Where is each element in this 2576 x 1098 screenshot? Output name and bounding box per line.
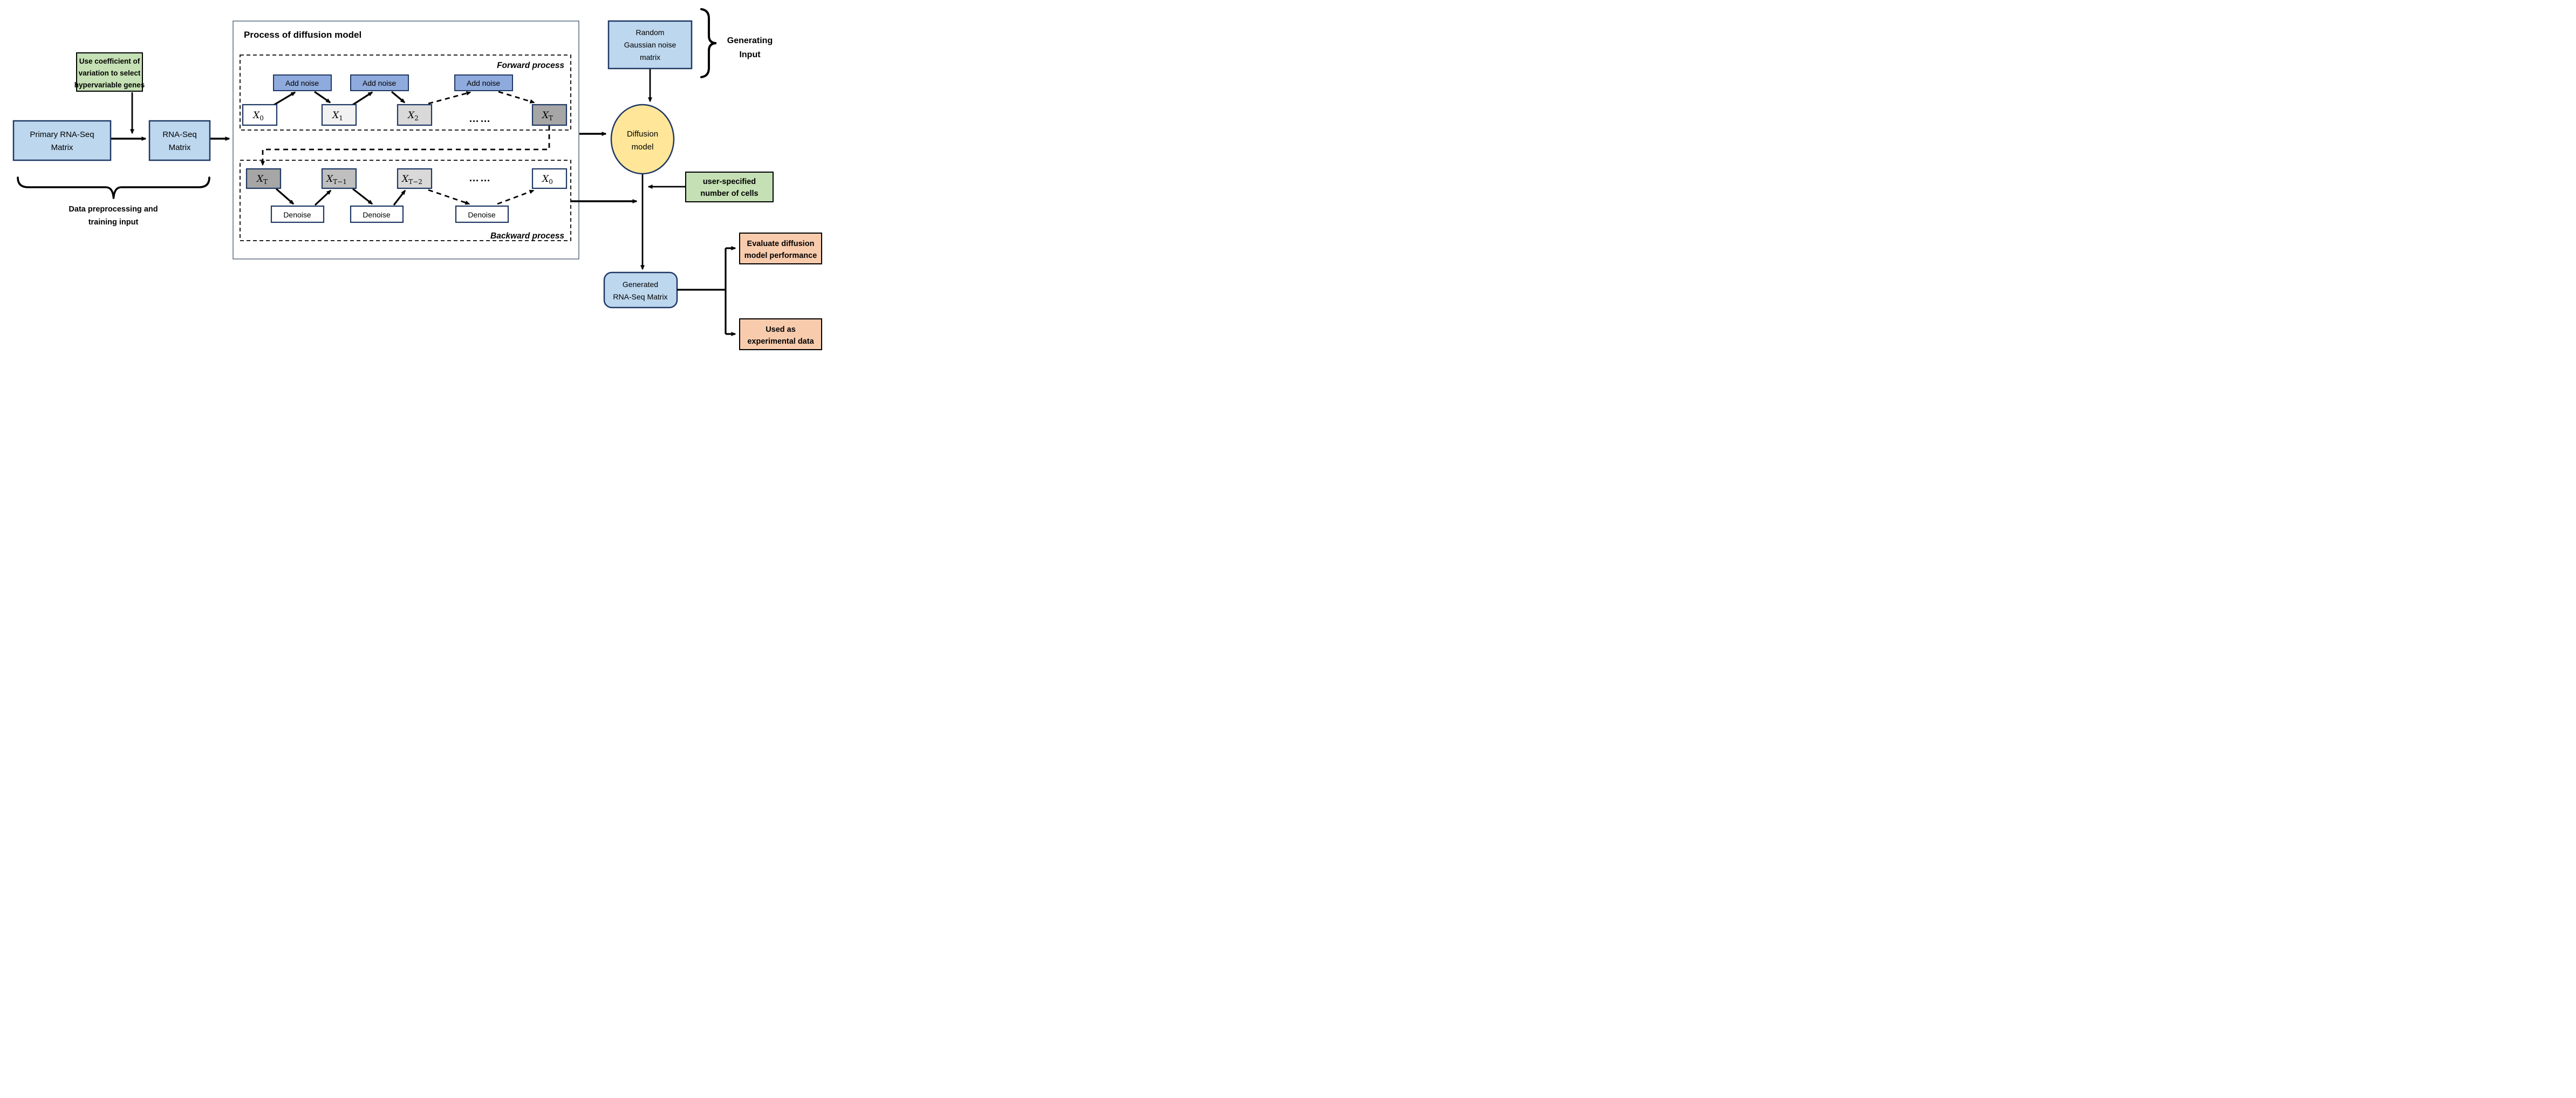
user-cells-box [685,172,774,202]
diffusion-model-line2: model [632,142,654,152]
output-branch-lines [677,246,736,336]
preprocessing-label-line1: Data preprocessing and [69,205,158,214]
generated-matrix-box [603,271,678,309]
preprocessing-underbrace [17,176,210,199]
forward-process-label: Forward process [497,61,564,70]
cv-selection-line2: variation to select [79,69,141,77]
cv-selection-box [76,52,143,92]
add-noise-label-1: Add noise [285,79,319,87]
forward-to-backward-connector [261,126,550,166]
diffusion-pipeline-diagram: Process of diffusion model Forward proce… [0,0,859,366]
denoise-label-3: Denoise [468,210,496,219]
denoise-box-2 [350,205,404,223]
usedas-line2: experimental data [747,337,814,346]
xt-backward-box [245,168,282,189]
add-noise-label-3: Add noise [467,79,500,87]
diffusion-model-line1: Diffusion [627,129,658,139]
backward-ellipsis-dots: …… [469,173,491,184]
backward-solid-arrows [275,188,406,206]
xt-backward-label: XT [256,174,268,186]
usedas-line1: Used as [766,325,796,334]
x0-forward-box [242,104,278,126]
gaussian-noise-box [607,20,693,70]
x1-forward-box [321,104,357,126]
forward-dashed-arrows [428,91,535,105]
forward-process-panel [240,54,571,131]
add-noise-box-2 [350,74,409,91]
xt1-backward-label: XT−1 [325,174,347,186]
diagram-canvas: Process of diffusion model Forward proce… [12,8,822,350]
denoise-box-3 [455,205,509,223]
evaluate-line1: Evaluate diffusion [747,240,815,248]
rnaseq-line2: Matrix [169,143,191,152]
backward-dashed-arrows [428,189,535,205]
xt2-backward-label: XT−2 [401,174,422,186]
add-noise-box-1 [273,74,332,91]
cv-selection-line1: Use coefficient of [79,57,140,65]
user-cells-line2: number of cells [700,189,758,198]
generating-input-line2: Input [739,50,761,59]
x1-forward-label: X1 [331,110,343,122]
preprocessing-label-line2: training input [88,218,139,227]
process-panel-title: Process of diffusion model [244,30,361,40]
xt-forward-box [531,104,568,126]
gaussian-noise-line3: matrix [640,53,660,62]
xt1-backward-box [321,168,357,189]
add-noise-boxes [273,74,513,91]
generated-matrix-line1: Generated [623,280,658,289]
x0-forward-label: X0 [252,110,264,122]
backward-process-label: Backward process [490,231,564,241]
gaussian-noise-line1: Random [636,28,665,37]
add-noise-box-3 [454,74,513,91]
x0-backward-box [531,168,568,189]
cv-selection-line3: hypervariable genes [74,81,145,89]
generating-input-brace [700,8,717,78]
process-panel-container [233,21,579,260]
primary-rnaseq-matrix-box [12,120,112,161]
evaluate-line2: model performance [744,251,817,260]
primary-rnaseq-line2: Matrix [51,143,73,152]
user-cells-line1: user-specified [703,178,756,186]
x0-backward-label: X0 [541,174,553,186]
denoise-label-2: Denoise [363,210,391,219]
evaluate-performance-box [739,233,822,264]
denoise-boxes [270,205,509,223]
denoise-label-1: Denoise [283,210,311,219]
denoise-box-1 [270,205,325,223]
generated-matrix-line2: RNA-Seq Matrix [613,292,667,301]
generating-input-line1: Generating [727,36,773,45]
diffusion-model-node [610,104,675,175]
xt-forward-label: XT [541,110,553,122]
forward-solid-arrows [272,91,406,107]
x2-forward-box [397,104,433,126]
x2-forward-label: X2 [407,110,419,122]
rnaseq-line1: RNA-Seq [162,130,196,139]
rnaseq-matrix-box [148,120,211,161]
xt2-backward-box [397,168,433,189]
primary-rnaseq-line1: Primary RNA-Seq [30,130,94,139]
gaussian-noise-line2: Gaussian noise [624,40,677,49]
add-noise-label-2: Add noise [363,79,396,87]
experimental-data-box [739,318,822,350]
forward-ellipsis-dots: …… [469,113,491,125]
